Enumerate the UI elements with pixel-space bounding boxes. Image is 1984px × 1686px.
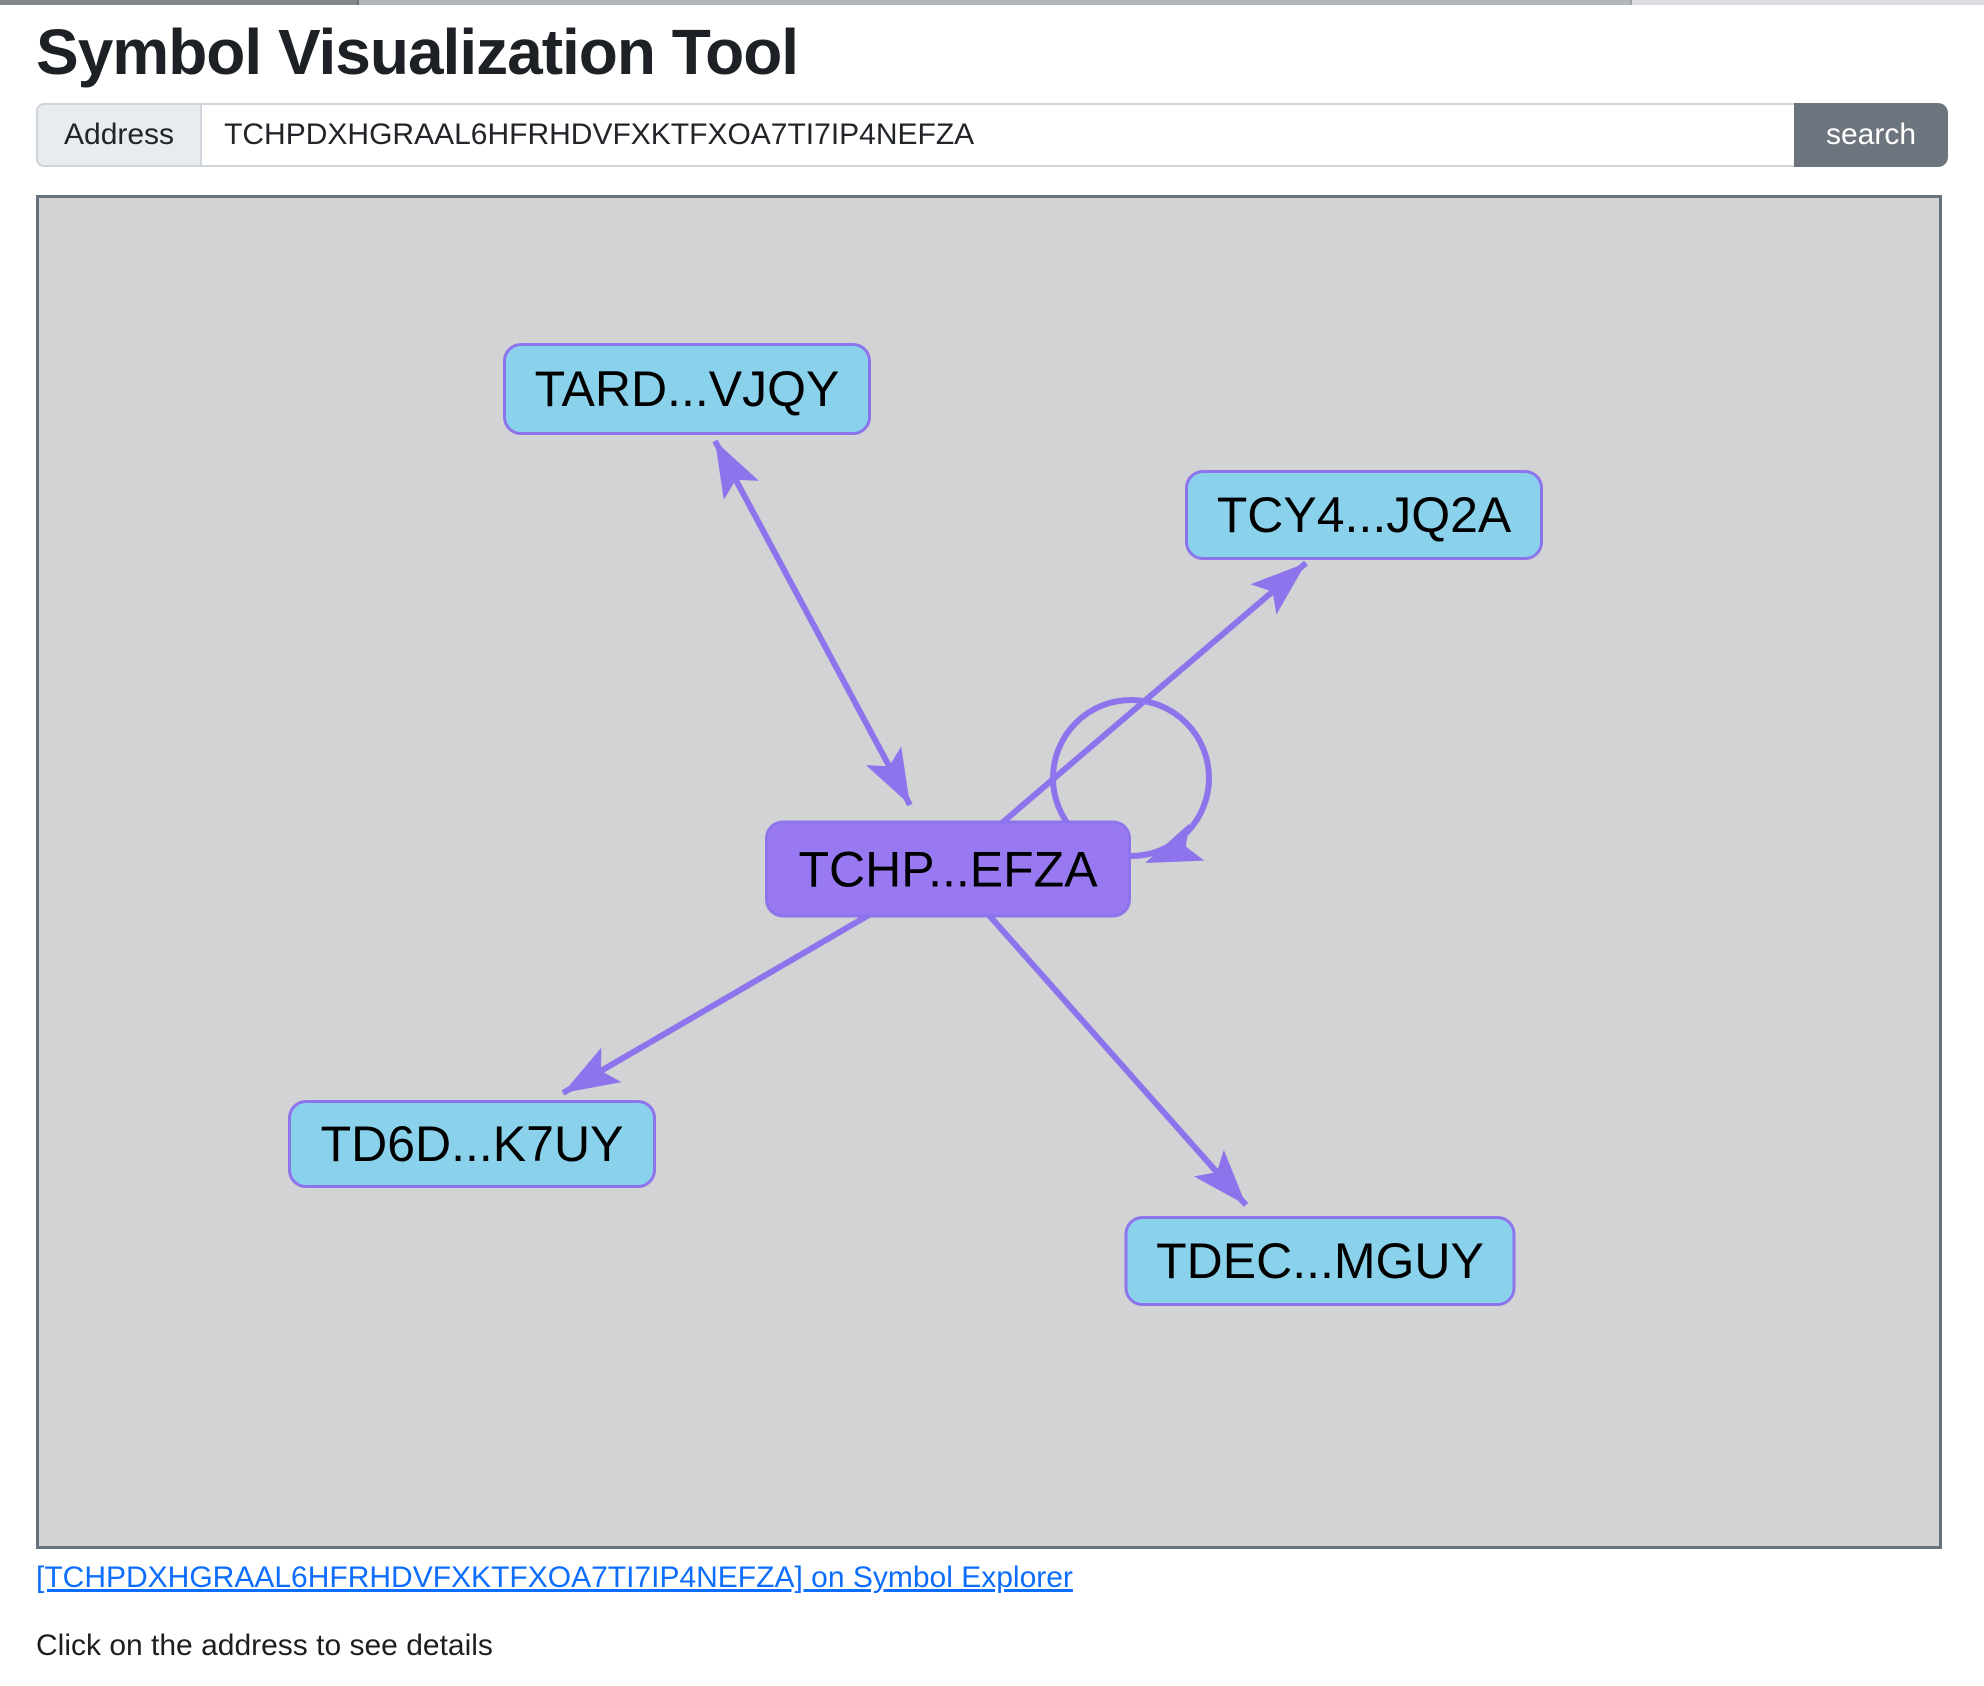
details-hint: Click on the address to see details [36, 1629, 493, 1663]
page-title: Symbol Visualization Tool [36, 16, 799, 88]
graph-canvas[interactable]: TARD...VJQY TCY4...JQ2A TCHP...EFZA TD6D...… [36, 195, 1942, 1550]
self-loop-edge [1050, 697, 1212, 860]
address-label: Address [36, 103, 203, 168]
graph-edges-svg [561, 439, 1308, 1208]
edge-arrowhead [865, 746, 910, 806]
graph-edge [712, 439, 913, 807]
explorer-link-row: [TCHPDXHGRAAL6HFRHDVFXKTFXOA7TI7IP4NEFZA… [36, 1561, 1948, 1595]
main-container: Symbol Visualization Tool Address search… [0, 17, 1984, 1663]
graph-edge [945, 867, 1249, 1208]
graph-node[interactable]: TDEC...MGUY [1124, 1216, 1516, 1307]
browser-chrome-edge [0, 0, 1984, 5]
edge-arrowhead [1193, 1150, 1246, 1206]
address-input[interactable] [202, 103, 1794, 168]
address-search-group: Address search [36, 103, 1948, 168]
explorer-link[interactable]: [TCHPDXHGRAAL6HFRHDVFXKTFXOA7TI7IP4NEFZA… [36, 1561, 1073, 1595]
graph-edge [946, 561, 1308, 872]
edge-arrowhead [563, 1047, 622, 1094]
graph-node[interactable]: TCY4...JQ2A [1185, 470, 1543, 561]
graph-node[interactable]: TD6D...K7UY [288, 1100, 656, 1189]
graph-node[interactable]: TARD...VJQY [503, 343, 871, 436]
graph-node-center[interactable]: TCHP...EFZA [765, 820, 1131, 918]
edge-arrowhead [1250, 563, 1306, 615]
edge-arrowhead [1145, 823, 1205, 864]
search-button[interactable]: search [1793, 103, 1948, 168]
browser-chrome-segment [359, 0, 1632, 5]
browser-chrome-segment [1632, 0, 1984, 5]
edge-arrowhead [715, 441, 760, 501]
browser-chrome-segment [0, 0, 359, 5]
